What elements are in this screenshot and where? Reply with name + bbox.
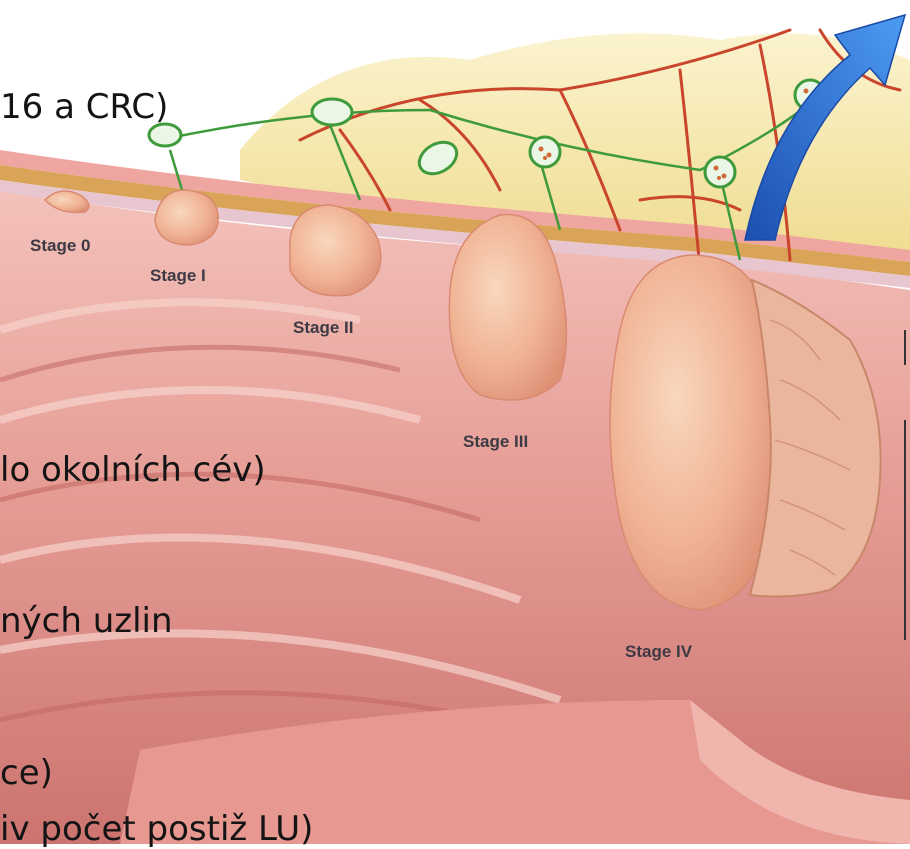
stage-label-0: Stage 0 [30,236,90,256]
tumor-stage-1 [155,190,218,245]
stage-label-2: Stage II [293,318,353,338]
stage-label-4: Stage IV [625,642,692,662]
slide-text-line-5: iv počet postiž LU) [0,812,313,846]
tumor-stage-3 [449,215,566,400]
stage-label-1: Stage I [150,266,206,286]
slide-text-line-1: 16 a CRC) [0,90,168,124]
stage-label-3: Stage III [463,432,528,452]
slide-text-line-2: lo okolních cév) [0,453,266,487]
slide-text-line-3: ných uzlin [0,604,173,638]
tumor-stage-4 [610,255,776,610]
slide-text-line-4: ce) [0,756,53,790]
